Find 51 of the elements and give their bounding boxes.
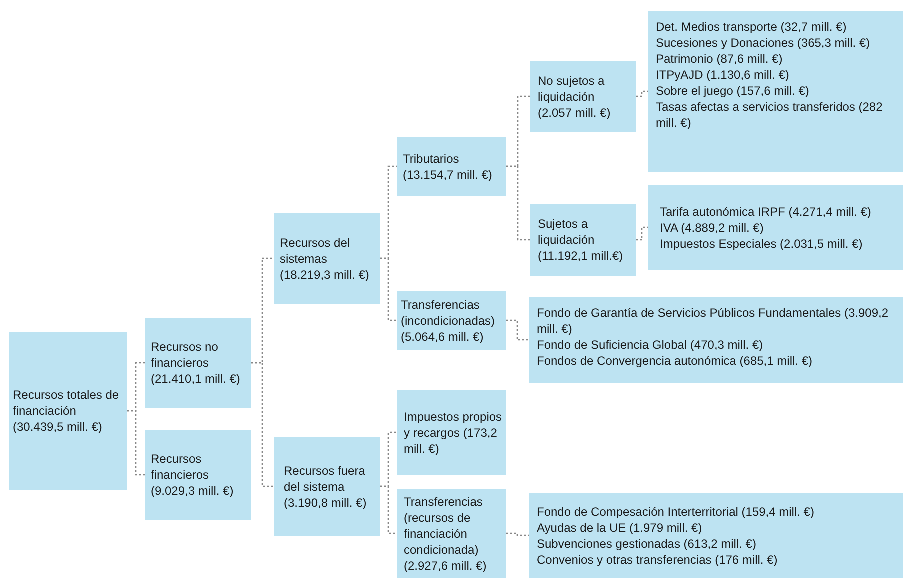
category-box bbox=[530, 61, 636, 132]
category-box bbox=[145, 318, 251, 408]
node-text: Recursos financieros (9.029,3 mill. €) bbox=[151, 451, 235, 499]
category-box bbox=[397, 137, 506, 196]
node-text: Sujetos a liquidación (11.192,1 mill.€) bbox=[538, 216, 624, 264]
node-text: Sucesiones y Donaciones (365,3 mill. €) bbox=[656, 35, 872, 51]
node-text: Recursos del sistemas (18.219,3 mill. €) bbox=[280, 234, 370, 282]
node-text: Fondos de Convergencia autonómica (685,1 mill. €) bbox=[537, 353, 814, 369]
category-box bbox=[648, 11, 903, 172]
node-text: Fondo de Suficiencia Global (470,3 mill. €) bbox=[537, 337, 764, 353]
node-text: Tarifa autonómica IRPF (4.271,4 mill. €) bbox=[660, 204, 872, 220]
node-text: Recursos totales de financiación (30.439,5 mill. €) bbox=[13, 387, 120, 435]
connector-line bbox=[380, 258, 397, 322]
connector-line bbox=[251, 362, 274, 488]
node-text: Tributarios (13.154,7 mill. €) bbox=[403, 150, 494, 182]
node-text: Transferencias (incondicionadas) (5.064,6 mill. €) bbox=[401, 296, 496, 344]
node-text: Ayudas de la UE (1.979 mill. €) bbox=[537, 520, 704, 536]
connector-line bbox=[506, 320, 529, 341]
node-text: Convenios y otras transferencias (176 mill. €) bbox=[537, 552, 779, 568]
node-text: Patrimonio (87,6 mill. €) bbox=[656, 51, 784, 67]
node-text: IVA (4.889,2 mill. €) bbox=[660, 220, 765, 236]
connector-line bbox=[636, 226, 648, 241]
connector-line bbox=[127, 410, 145, 476]
node-text: Subvenciones gestionadas (613,2 mill. €) bbox=[537, 536, 758, 552]
connector-line bbox=[506, 166, 530, 241]
category-box bbox=[529, 493, 903, 578]
node-text: No sujetos a liquidación (2.057 mill. €) bbox=[538, 72, 612, 120]
connector-line bbox=[636, 90, 648, 98]
category-box bbox=[397, 291, 506, 350]
category-box bbox=[648, 185, 903, 270]
category-box bbox=[145, 430, 251, 520]
node-text: Tasas afectas a servicios transferidos (282 mill. €) bbox=[656, 99, 884, 131]
category-box bbox=[274, 437, 380, 536]
category-box bbox=[397, 489, 506, 578]
category-box bbox=[397, 390, 506, 475]
node-text: Fondo de Compesación Interterritorial (159,4 mill. €) bbox=[537, 504, 816, 520]
node-text: Transferencias (recursos de financiación condicionada) (2.927,6 mill. €) bbox=[404, 494, 488, 574]
category-box bbox=[274, 213, 380, 304]
node-text: Impuestos propios y recargos (173,2 mill. €) bbox=[404, 408, 503, 456]
node-text: Det. Medios transporte (32,7 mill. €) bbox=[656, 19, 848, 35]
category-box bbox=[529, 297, 903, 383]
node-text: Recursos fuera del sistema (3.190,8 mill. €) bbox=[284, 462, 368, 510]
node-text: Sobre el juego (157,6 mill. €) bbox=[656, 83, 810, 99]
connector-line bbox=[380, 486, 397, 534]
category-box bbox=[530, 204, 636, 276]
node-text: Fondo de Garantía de Servicios Públicos Fundamentales (3.909,2 mill. €) bbox=[537, 305, 890, 337]
connector-line bbox=[506, 532, 529, 536]
category-box bbox=[9, 332, 127, 490]
node-text: Impuestos Especiales (2.031,5 mill. €) bbox=[660, 236, 864, 252]
node-text: ITPyAJD (1.130,6 mill. €) bbox=[656, 67, 790, 83]
node-text: Recursos no financieros (21.410,1 mill. €) bbox=[151, 339, 242, 387]
